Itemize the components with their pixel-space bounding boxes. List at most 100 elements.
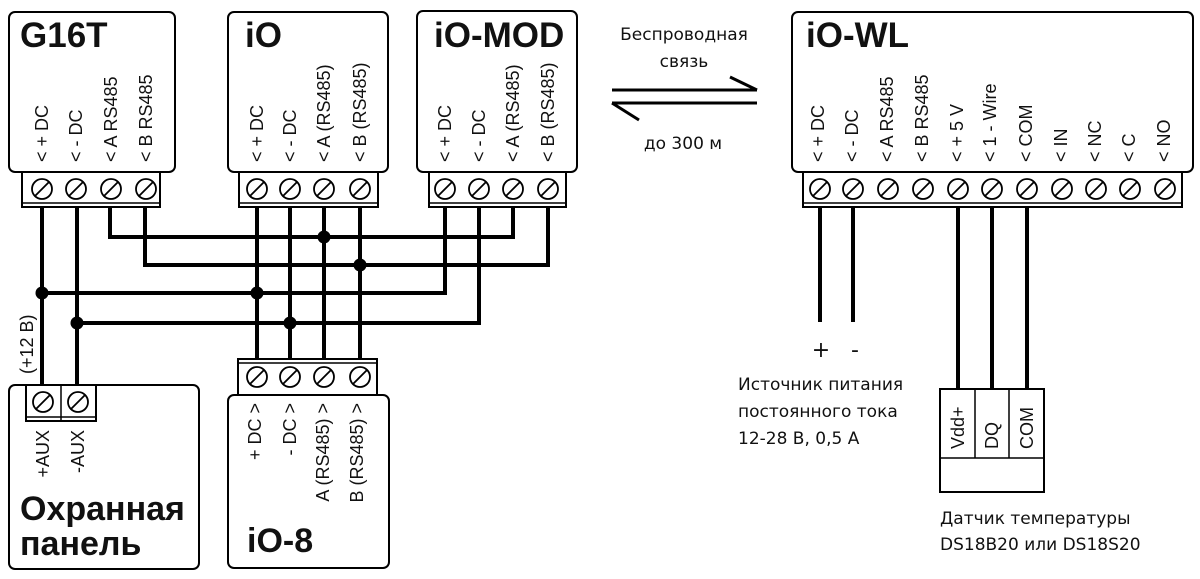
io-title: iO <box>245 16 282 55</box>
g16t-terminal-label: < A RS485 <box>101 76 121 162</box>
io-wl-terminal-label: < A RS485 <box>877 76 897 162</box>
io-wl-terminal-label: < + DC <box>808 105 828 162</box>
screw-icon <box>246 178 268 200</box>
screw-icon <box>468 178 490 200</box>
junction-dot <box>283 316 297 330</box>
io-8-terminal-block <box>237 358 378 396</box>
screw-icon <box>32 391 54 413</box>
panel-terminal-label: +AUX <box>33 430 53 478</box>
power-supply-label-line2: постоянного тока <box>738 402 898 422</box>
io-8-terminal-label: + DC > <box>245 403 265 460</box>
io-mod-terminal-block <box>428 171 567 208</box>
screw-icon <box>877 178 899 200</box>
io-wl-terminal-label: < COM <box>1016 104 1036 162</box>
screw-icon <box>313 366 335 388</box>
screw-icon <box>502 178 524 200</box>
g16t-terminal-label: < - DC <box>66 109 86 162</box>
device-io-8: + DC > - DC > A (RS485) > B (RS485) > iO… <box>227 358 390 569</box>
wire-minus-dc-bus <box>77 207 481 325</box>
sensor-label-line2: DS18B20 или DS18S20 <box>940 535 1141 555</box>
g16t-terminal-label: < B RS485 <box>136 74 156 162</box>
io-8-title: iO-8 <box>247 522 313 560</box>
screw-icon <box>67 391 89 413</box>
device-io-wl: iO-WL < + DC < - DC < A RS485 < B RS485 … <box>791 11 1194 208</box>
screw-icon <box>313 178 335 200</box>
io-wl-terminal-label: < NO <box>1154 119 1174 162</box>
io-wl-terminal-label: < + 5 V <box>947 104 967 162</box>
screw-icon <box>947 178 969 200</box>
junction-dot <box>250 286 264 300</box>
screw-icon <box>1154 178 1176 200</box>
panel-title-line1: Охранная <box>20 490 185 528</box>
screw-icon <box>349 366 371 388</box>
power-minus-sign: - <box>851 338 859 363</box>
power-supply: + - Источник питания постоянного тока 12… <box>738 338 903 449</box>
wires <box>40 207 1029 390</box>
screw-icon <box>434 178 456 200</box>
io-mod-terminal-label: < - DC <box>469 109 489 162</box>
wire-rs485-b-bus <box>143 207 550 267</box>
panel-title-line2: панель <box>20 525 141 563</box>
io-terminal-label: < - DC <box>280 109 300 162</box>
io-wl-terminal-label: < NC <box>1085 120 1105 162</box>
panel-aux-terminal-block <box>25 384 97 422</box>
g16t-title: G16T <box>20 16 108 55</box>
screw-icon <box>537 178 559 200</box>
screw-icon <box>809 178 831 200</box>
power-plus-sign: + <box>812 338 830 363</box>
arrow-right-icon <box>612 75 758 92</box>
device-security-panel: (+12 В) +AUX -AUX Охранная панель <box>8 314 200 570</box>
screw-icon <box>279 178 301 200</box>
io-terminal-label: < B (RS485) <box>350 62 370 162</box>
junctions <box>35 230 367 330</box>
io-8-terminal-label: B (RS485) > <box>347 403 367 503</box>
io-terminal-label: < A (RS485) <box>314 64 334 162</box>
power-supply-label-line3: 12-28 В, 0,5 А <box>738 429 860 449</box>
io-mod-terminal-label: < A (RS485) <box>503 64 523 162</box>
io-mod-terminal-label: < + DC <box>435 105 455 162</box>
temperature-sensor: Vdd+ DQ COM Датчик температуры DS18B20 и… <box>939 388 1141 555</box>
io-wl-terminal-label: < IN <box>1051 128 1071 162</box>
wire-rs485-a-bus <box>108 207 515 239</box>
arrow-left-icon <box>611 101 757 122</box>
junction-dot <box>353 258 367 272</box>
junction-dot <box>35 286 49 300</box>
wireless-label-line2: связь <box>660 52 709 72</box>
device-g16t: G16T < + DC < - DC < A RS485 < B RS485 <box>8 11 176 208</box>
screw-icon <box>981 178 1003 200</box>
screw-icon <box>1051 178 1073 200</box>
screw-icon <box>1119 178 1141 200</box>
device-io: iO < + DC < - DC < A (RS485) < B (RS485) <box>227 11 389 208</box>
screw-icon <box>912 178 934 200</box>
io-wl-terminal-label: < C <box>1119 133 1139 162</box>
g16t-terminal-block <box>21 171 161 208</box>
wire-plus-dc-bus <box>42 207 447 295</box>
screw-icon <box>100 178 122 200</box>
device-io-mod: iO-MOD < + DC < - DC < A (RS485) < B (RS… <box>416 10 578 208</box>
panel-terminal-label: -AUX <box>68 430 88 473</box>
wireless-label-line1: Беспроводная <box>620 25 748 45</box>
screw-icon <box>65 178 87 200</box>
io-terminal-label: < + DC <box>247 105 267 162</box>
io-wl-terminal-label: < B RS485 <box>912 74 932 162</box>
panel-voltage-label: (+12 В) <box>17 314 37 374</box>
io-wl-terminal-label: < 1 - Wire <box>980 83 1000 162</box>
sensor-pin-label: Vdd+ <box>948 406 968 449</box>
io-8-terminal-label: A (RS485) > <box>313 403 333 502</box>
screw-icon <box>842 178 864 200</box>
io-wl-terminal-label: < - DC <box>842 109 862 162</box>
sensor-body <box>939 388 1045 493</box>
power-supply-label-line1: Источник питания <box>738 375 903 395</box>
screw-icon <box>135 178 157 200</box>
junction-dot <box>317 230 331 244</box>
io-wl-title: iO-WL <box>806 16 909 55</box>
sensor-pin-label: DQ <box>982 422 1002 449</box>
io-mod-title: iO-MOD <box>434 16 564 55</box>
panel-body <box>8 384 200 570</box>
io-mod-terminal-label: < B (RS485) <box>538 62 558 162</box>
screw-icon <box>31 178 53 200</box>
wireless-range-label: до 300 м <box>644 134 722 154</box>
io-8-terminal-label: - DC > <box>280 403 300 456</box>
screw-icon <box>246 366 268 388</box>
